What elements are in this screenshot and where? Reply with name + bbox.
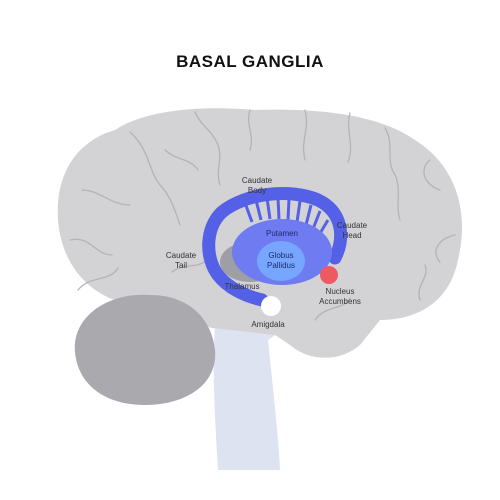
- label-thalamus: Thalamus: [224, 282, 260, 291]
- page-title: BASAL GANGLIA: [176, 52, 324, 71]
- brainstem: [213, 325, 290, 470]
- brain-folds: [69, 109, 456, 321]
- striatal-bridges: [243, 197, 330, 236]
- nucleus-accumbens: [320, 266, 338, 284]
- caudate-nucleus: [202, 187, 348, 307]
- label-putamen: Putamen: [265, 229, 299, 238]
- amigdala: [261, 296, 281, 316]
- globus-pallidus: [257, 241, 305, 281]
- label-amigdala: Amigdala: [251, 320, 285, 329]
- cerebellum: [74, 294, 216, 405]
